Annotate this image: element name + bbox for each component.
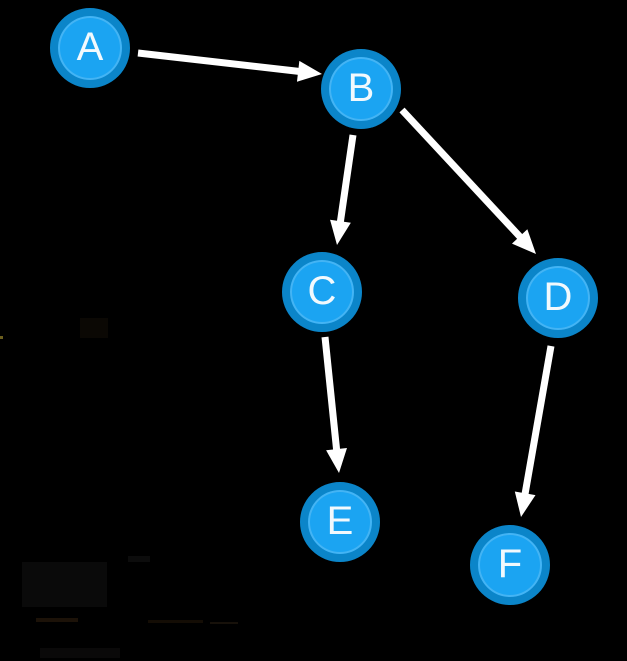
background-artifact xyxy=(40,648,120,658)
node-label-E: E xyxy=(326,499,354,543)
edge-shaft xyxy=(399,107,525,242)
edge-C-E xyxy=(321,336,347,473)
edge-shaft xyxy=(321,336,341,454)
arrowhead-icon xyxy=(330,219,351,245)
node-A[interactable]: A xyxy=(50,8,130,88)
edge-D-F xyxy=(514,345,555,517)
node-B[interactable]: B xyxy=(321,49,401,129)
node-label-B: B xyxy=(347,66,375,110)
background-artifact xyxy=(80,318,108,338)
edge-B-D xyxy=(399,107,536,254)
node-E[interactable]: E xyxy=(300,482,380,562)
background-artifact xyxy=(148,620,203,623)
node-F[interactable]: F xyxy=(470,525,550,605)
node-D[interactable]: D xyxy=(518,258,598,338)
background-artifact xyxy=(36,618,78,622)
arrowhead-icon xyxy=(511,229,536,254)
node-label-A: A xyxy=(76,25,104,69)
node-label-F: F xyxy=(497,542,523,586)
edge-shaft xyxy=(521,345,555,498)
node-C[interactable]: C xyxy=(282,252,362,332)
arrowhead-icon xyxy=(514,491,536,517)
edge-A-B xyxy=(137,49,322,82)
background-artifact xyxy=(22,562,107,607)
background-artifact xyxy=(128,556,150,562)
edge-shaft xyxy=(336,134,357,226)
arrowhead-icon xyxy=(296,60,322,82)
node-label-C: C xyxy=(307,269,337,313)
arrowhead-icon xyxy=(326,448,347,473)
edge-B-C xyxy=(330,134,357,245)
edge-shaft xyxy=(137,49,303,76)
background-artifact xyxy=(210,622,238,624)
background-artifact xyxy=(0,336,3,339)
node-label-D: D xyxy=(543,275,573,319)
